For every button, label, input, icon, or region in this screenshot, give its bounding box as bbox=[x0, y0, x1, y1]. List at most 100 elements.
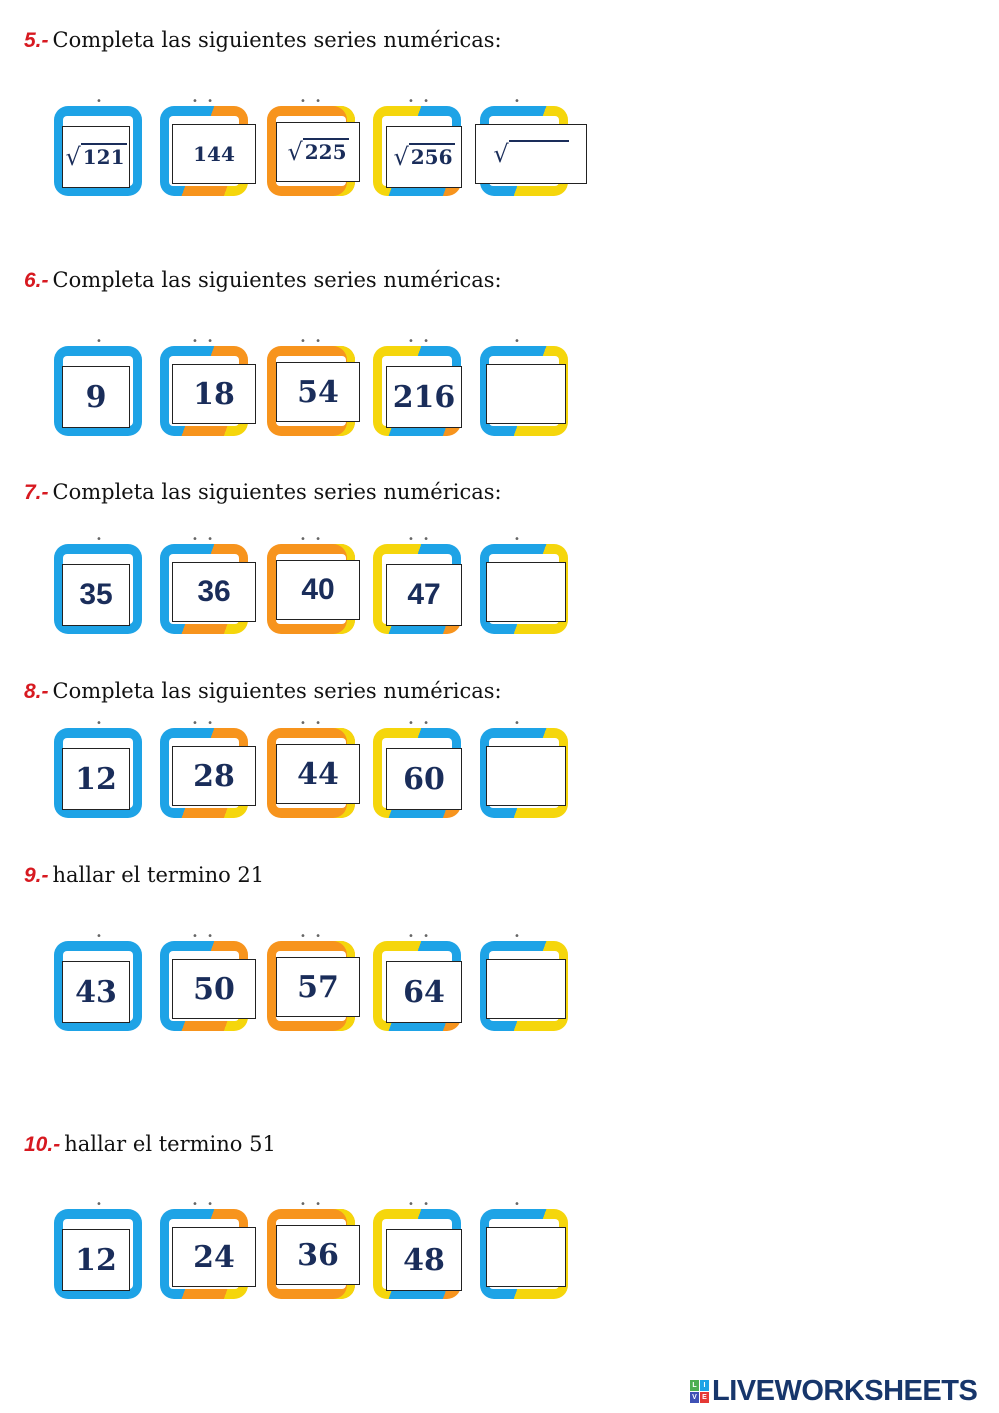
term-value: 60 bbox=[403, 761, 445, 797]
term-value: 64 bbox=[403, 974, 445, 1010]
tile-dots-decoration: • • bbox=[408, 718, 432, 729]
tile-dots-decoration: • bbox=[514, 336, 523, 347]
term-value: 47 bbox=[407, 578, 441, 611]
exercise-number: 5.- bbox=[24, 29, 49, 52]
exercise-instruction: Completa las siguientes series numéricas… bbox=[52, 268, 502, 292]
tile-dots-decoration: • • bbox=[192, 1199, 216, 1210]
term-value: 43 bbox=[75, 974, 117, 1010]
tile-dots-decoration: • • bbox=[192, 718, 216, 729]
tile-dots-decoration: • • bbox=[192, 931, 216, 942]
logo-letter: E bbox=[700, 1392, 709, 1403]
tile-dots-decoration: • • bbox=[300, 931, 324, 942]
term-value: 18 bbox=[193, 376, 235, 412]
series-term-box: √256 bbox=[386, 126, 462, 188]
term-value: 12 bbox=[75, 761, 117, 797]
exercise-heading: 9.-hallar el termino 21 bbox=[24, 863, 264, 888]
tile-dots-decoration: • • bbox=[300, 1199, 324, 1210]
series-term-box: √225 bbox=[276, 122, 360, 182]
tile-dots-decoration: • bbox=[96, 336, 105, 347]
exercise-number: 9.- bbox=[24, 864, 49, 887]
series-term-box: 12 bbox=[62, 748, 130, 810]
radical-icon: √ bbox=[287, 138, 303, 166]
term-value: 36 bbox=[297, 1237, 339, 1273]
square-root: √ bbox=[493, 140, 569, 168]
term-value: 35 bbox=[79, 578, 113, 611]
tile-dots-decoration: • bbox=[514, 718, 523, 729]
logo-letter: V bbox=[690, 1392, 699, 1403]
square-root: √225 bbox=[287, 138, 349, 166]
series-term-box: 36 bbox=[172, 562, 256, 622]
term-value: 225 bbox=[302, 138, 349, 164]
series-term-box: 9 bbox=[62, 366, 130, 428]
term-value: 40 bbox=[301, 573, 335, 606]
term-value: 12 bbox=[75, 1242, 117, 1278]
series-term-box: 44 bbox=[276, 744, 360, 804]
term-value: 48 bbox=[403, 1242, 445, 1278]
term-value: 36 bbox=[197, 575, 231, 608]
tile-dots-decoration: • bbox=[96, 96, 105, 107]
exercise-number: 7.- bbox=[24, 481, 49, 504]
tile-dots-decoration: • bbox=[514, 1199, 523, 1210]
answer-input-box[interactable]: √ bbox=[475, 124, 587, 184]
exercise-number: 6.- bbox=[24, 269, 49, 292]
exercise-instruction: Completa las siguientes series numéricas… bbox=[52, 480, 502, 504]
square-root: √256 bbox=[393, 143, 455, 171]
tile-dots-decoration: • • bbox=[192, 96, 216, 107]
tile-dots-decoration: • • bbox=[408, 931, 432, 942]
answer-input-box[interactable] bbox=[486, 1227, 566, 1287]
tile-dots-decoration: • bbox=[96, 718, 105, 729]
answer-input-box[interactable] bbox=[486, 746, 566, 806]
series-term-box: 50 bbox=[172, 959, 256, 1019]
answer-input-box[interactable] bbox=[486, 364, 566, 424]
tile-dots-decoration: • bbox=[514, 96, 523, 107]
term-value bbox=[508, 140, 569, 164]
tile-dots-decoration: • • bbox=[300, 336, 324, 347]
term-value: 216 bbox=[392, 379, 456, 415]
logo-letter: L bbox=[690, 1380, 699, 1391]
term-value: 28 bbox=[193, 758, 235, 794]
series-term-box: √121 bbox=[62, 126, 130, 188]
tile-dots-decoration: • • bbox=[408, 1199, 432, 1210]
series-term-box: 12 bbox=[62, 1229, 130, 1291]
tile-dots-decoration: • bbox=[514, 534, 523, 545]
exercise-instruction: Completa las siguientes series numéricas… bbox=[52, 28, 502, 52]
exercise-heading: 7.-Completa las siguientes series numéri… bbox=[24, 480, 502, 505]
exercise-heading: 10.-hallar el termino 51 bbox=[24, 1132, 276, 1157]
series-term-box: 57 bbox=[276, 957, 360, 1017]
series-term-box: 48 bbox=[386, 1229, 462, 1291]
exercise-heading: 8.-Completa las siguientes series numéri… bbox=[24, 679, 502, 704]
tile-dots-decoration: • • bbox=[300, 534, 324, 545]
tile-dots-decoration: • • bbox=[408, 336, 432, 347]
logo-letter: I bbox=[700, 1380, 709, 1391]
term-value: 44 bbox=[297, 756, 339, 792]
number-series: • • • • • • • • 12 24 36 48 bbox=[0, 1199, 620, 1299]
series-term-box: 43 bbox=[62, 961, 130, 1023]
term-value: 121 bbox=[80, 143, 127, 169]
series-term-box: 60 bbox=[386, 748, 462, 810]
radical-icon: √ bbox=[65, 143, 81, 171]
logo-icon: L I V E bbox=[690, 1380, 709, 1403]
term-value: 9 bbox=[85, 379, 107, 415]
tile-dots-decoration: • bbox=[96, 1199, 105, 1210]
series-term-box: 28 bbox=[172, 746, 256, 806]
series-term-box: 18 bbox=[172, 364, 256, 424]
term-value: 57 bbox=[297, 969, 339, 1005]
term-value: 50 bbox=[193, 971, 235, 1007]
exercise-heading: 6.-Completa las siguientes series numéri… bbox=[24, 268, 502, 293]
tile-dots-decoration: • bbox=[96, 534, 105, 545]
answer-input-box[interactable] bbox=[486, 562, 566, 622]
series-term-box: 47 bbox=[386, 564, 462, 626]
answer-input-box[interactable] bbox=[486, 959, 566, 1019]
tile-dots-decoration: • • bbox=[300, 96, 324, 107]
exercise-instruction: Completa las siguientes series numéricas… bbox=[52, 679, 502, 703]
series-term-box: 216 bbox=[386, 366, 462, 428]
term-value: 24 bbox=[193, 1239, 235, 1275]
series-term-box: 35 bbox=[62, 564, 130, 626]
tile-dots-decoration: • • bbox=[408, 96, 432, 107]
radical-icon: √ bbox=[493, 140, 509, 168]
exercise-instruction: hallar el termino 21 bbox=[52, 863, 265, 887]
